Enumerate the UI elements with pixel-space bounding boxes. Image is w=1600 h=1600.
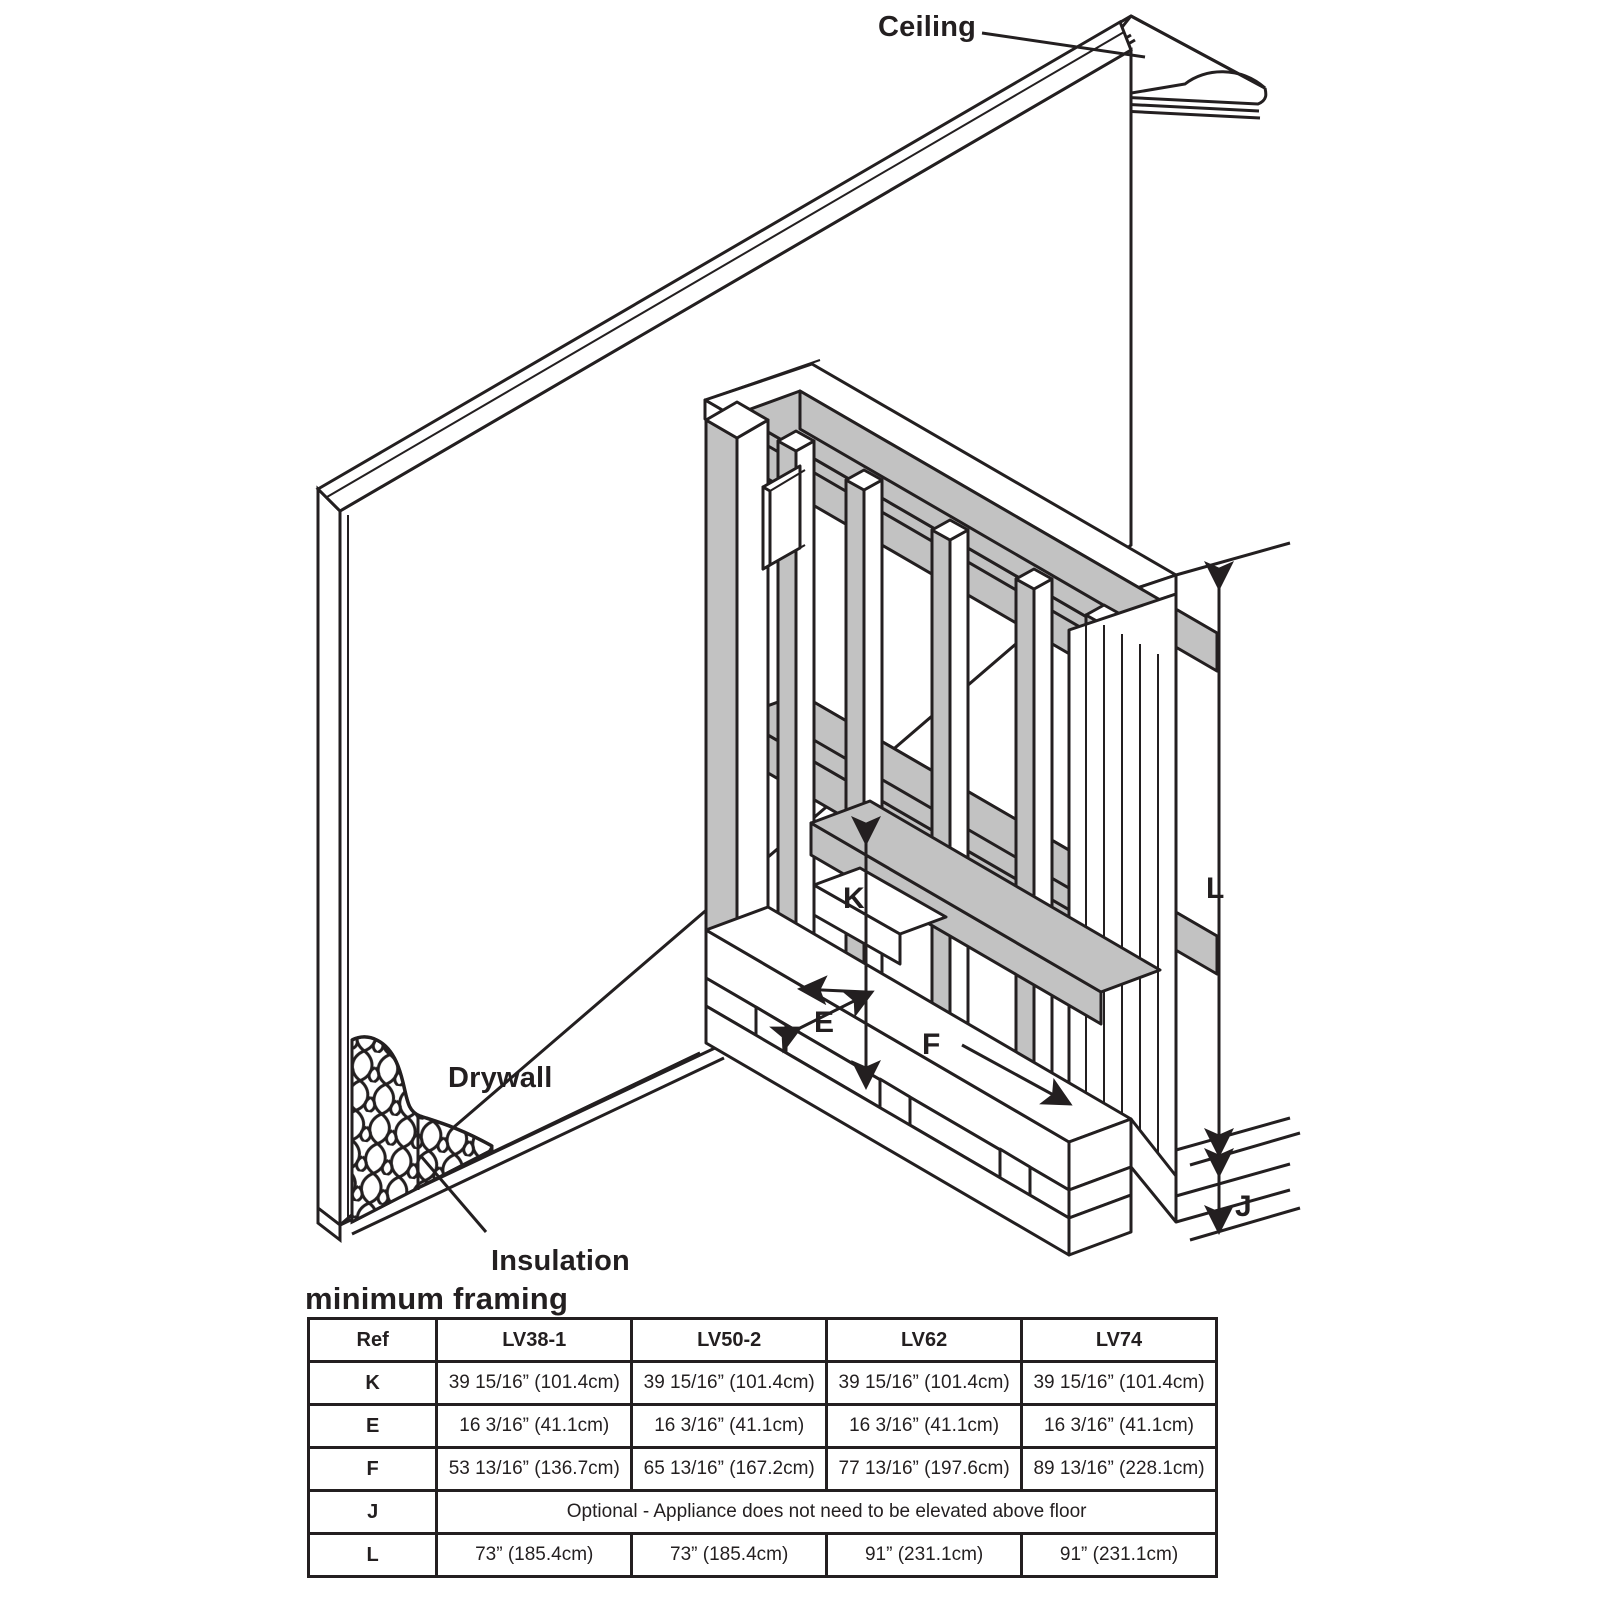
table-row: E 16 3/16” (41.1cm) 16 3/16” (41.1cm) 16… bbox=[306, 1403, 1218, 1449]
dimension-label-e: E bbox=[814, 1006, 835, 1039]
cell-j-note: Optional - Appliance does not need to be… bbox=[435, 1489, 1218, 1535]
cell-l-lv38-1: 73” (185.4cm) bbox=[435, 1532, 634, 1578]
minimum-framing-table: Ref LV38-1 LV50-2 LV62 LV74 K 39 15/16” … bbox=[306, 1317, 1218, 1578]
table-heading: minimum framing bbox=[305, 1281, 569, 1316]
cell-f-lv50-2: 65 13/16” (167.2cm) bbox=[630, 1446, 829, 1492]
cell-l-lv74: 91” (231.1cm) bbox=[1020, 1532, 1218, 1578]
row-ref-e: E bbox=[306, 1403, 439, 1449]
callout-ceiling: Ceiling bbox=[878, 11, 977, 43]
table-header-lv74: LV74 bbox=[1020, 1317, 1218, 1363]
cell-k-lv62: 39 15/16” (101.4cm) bbox=[825, 1360, 1024, 1406]
table-header-lv50-2: LV50-2 bbox=[630, 1317, 829, 1363]
row-ref-k: K bbox=[306, 1360, 439, 1406]
callout-leaders bbox=[418, 31, 1146, 1233]
callout-insulation: Insulation bbox=[491, 1245, 630, 1277]
dimension-label-j: J bbox=[1235, 1190, 1252, 1223]
cell-e-lv38-1: 16 3/16” (41.1cm) bbox=[435, 1403, 634, 1449]
dimension-label-k: K bbox=[843, 882, 865, 915]
row-ref-j: J bbox=[306, 1489, 439, 1535]
table-row: L 73” (185.4cm) 73” (185.4cm) 91” (231.1… bbox=[306, 1532, 1218, 1578]
cell-k-lv74: 39 15/16” (101.4cm) bbox=[1020, 1360, 1218, 1406]
cell-f-lv62: 77 13/16” (197.6cm) bbox=[825, 1446, 1024, 1492]
table-header-lv62: LV62 bbox=[825, 1317, 1024, 1363]
cell-e-lv62: 16 3/16” (41.1cm) bbox=[825, 1403, 1024, 1449]
dimension-label-l: L bbox=[1206, 872, 1225, 905]
dimension-annotations bbox=[769, 541, 1301, 1242]
row-ref-l: L bbox=[306, 1532, 439, 1578]
cell-e-lv50-2: 16 3/16” (41.1cm) bbox=[630, 1403, 829, 1449]
row-ref-f: F bbox=[306, 1446, 439, 1492]
cell-k-lv50-2: 39 15/16” (101.4cm) bbox=[630, 1360, 829, 1406]
stud-framing bbox=[703, 359, 1291, 1257]
cell-k-lv38-1: 39 15/16” (101.4cm) bbox=[435, 1360, 634, 1406]
cell-l-lv62: 91” (231.1cm) bbox=[825, 1532, 1024, 1578]
dimension-label-f: F bbox=[922, 1028, 941, 1061]
cell-f-lv74: 89 13/16” (228.1cm) bbox=[1020, 1446, 1218, 1492]
cell-e-lv74: 16 3/16” (41.1cm) bbox=[1020, 1403, 1218, 1449]
cell-f-lv38-1: 53 13/16” (136.7cm) bbox=[435, 1446, 634, 1492]
table-row: K 39 15/16” (101.4cm) 39 15/16” (101.4cm… bbox=[306, 1360, 1218, 1406]
callout-drywall: Drywall bbox=[448, 1062, 553, 1094]
table-row: J Optional - Appliance does not need to … bbox=[306, 1489, 1218, 1535]
table-row: F 53 13/16” (136.7cm) 65 13/16” (167.2cm… bbox=[306, 1446, 1218, 1492]
cell-l-lv50-2: 73” (185.4cm) bbox=[630, 1532, 829, 1578]
table-header-ref: Ref bbox=[306, 1317, 439, 1363]
table-header-lv38-1: LV38-1 bbox=[435, 1317, 634, 1363]
table-header-row: Ref LV38-1 LV50-2 LV62 LV74 bbox=[306, 1317, 1218, 1363]
